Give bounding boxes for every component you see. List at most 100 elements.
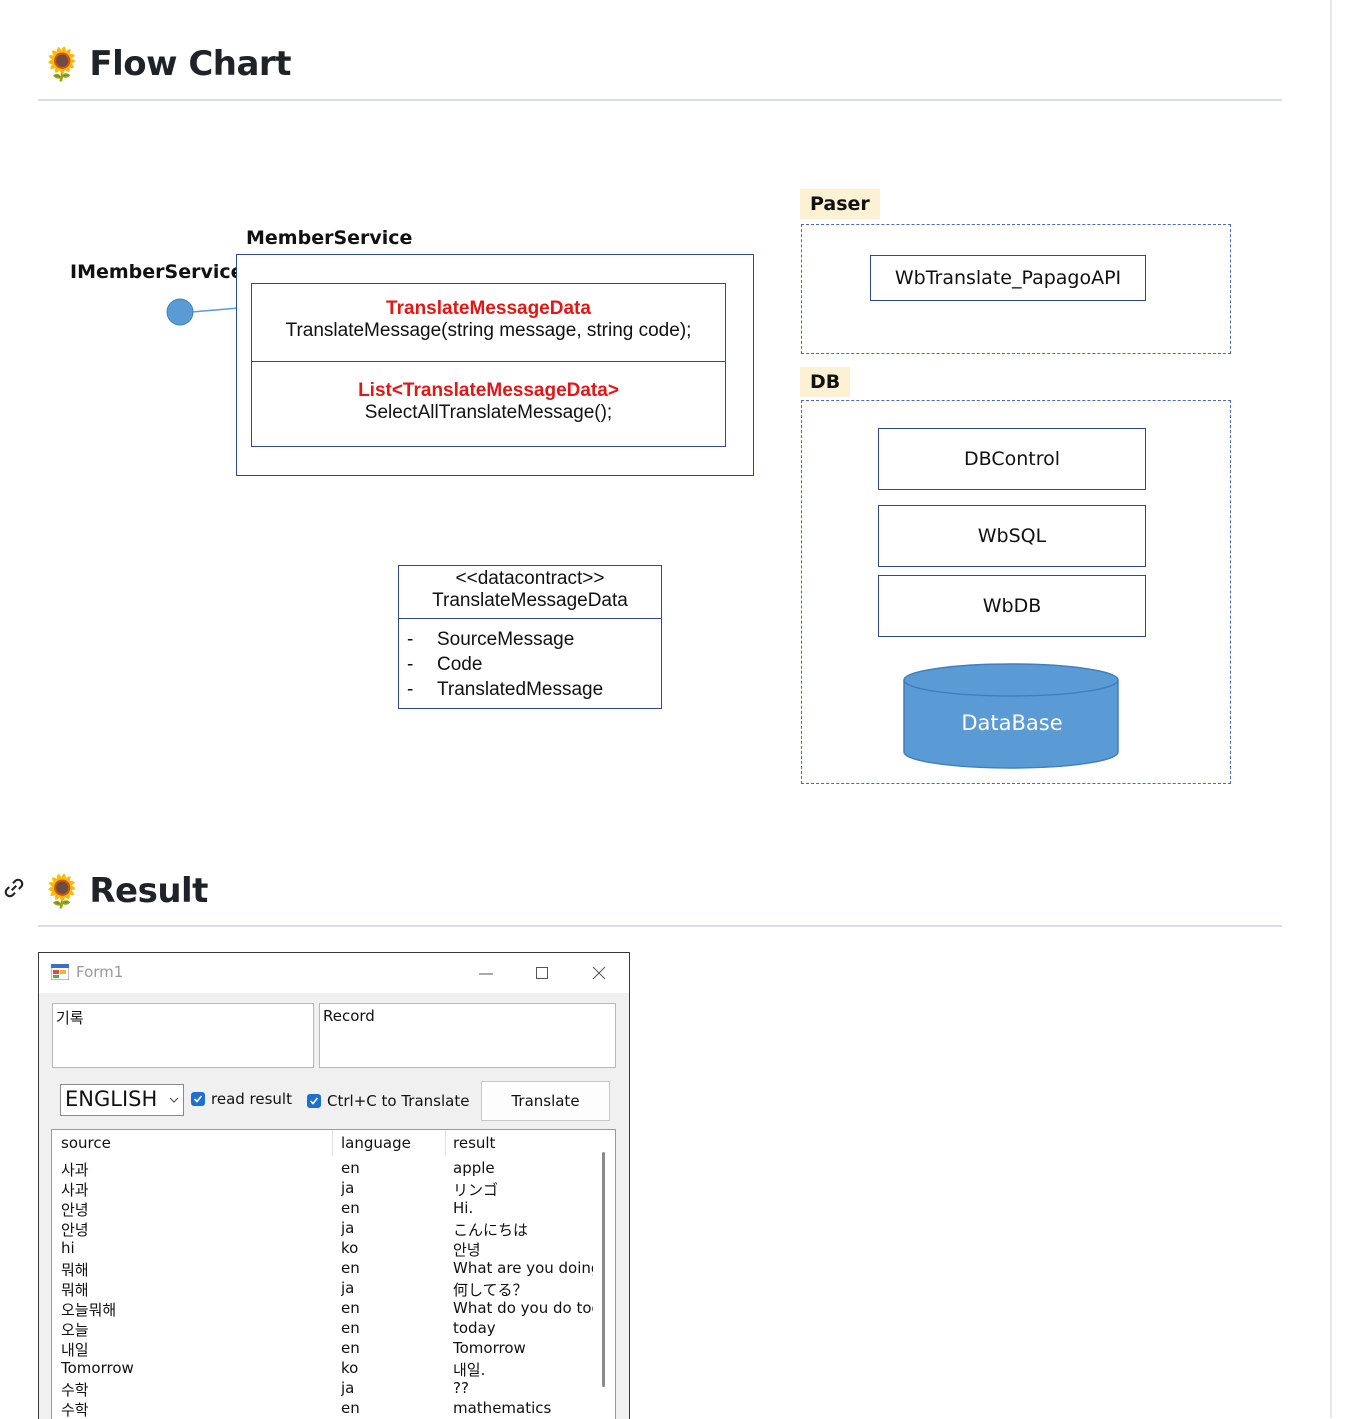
cell-source: 내일: [61, 1341, 89, 1359]
link-anchor-icon[interactable]: [2, 876, 26, 900]
cell-source: 뭐해: [61, 1261, 89, 1279]
method2-return-type: List<TranslateMessageData>: [358, 380, 619, 401]
table-row[interactable]: 오늘뭐해 en What do you do toda: [52, 1299, 597, 1319]
database-label: DataBase: [961, 711, 1063, 735]
datacontract-name: TranslateMessageData: [432, 590, 628, 611]
method1-signature: TranslateMessage(string message, string …: [285, 320, 692, 341]
database-cylinder-icon: [903, 663, 1119, 769]
minimize-button[interactable]: [466, 959, 506, 987]
flow-chart-heading: 🌻 Flow Chart: [42, 44, 291, 84]
window-title: Form1: [76, 963, 124, 981]
read-result-checkbox[interactable]: read result: [191, 1090, 292, 1108]
language-select[interactable]: ENGLISH: [60, 1084, 184, 1116]
datacontract-header-box: <<datacontract>> TranslateMessageData: [398, 565, 662, 620]
cell-result: 何してる？: [453, 1281, 528, 1299]
page-right-border: [1330, 0, 1332, 1418]
close-button[interactable]: [579, 959, 619, 987]
column-header-result[interactable]: result: [453, 1134, 496, 1152]
cell-language: en: [341, 1259, 360, 1277]
datacontract-stereotype: <<datacontract>>: [455, 568, 605, 589]
column-header-source[interactable]: source: [61, 1134, 111, 1152]
cell-result: today: [453, 1319, 496, 1337]
cell-source: 사과: [61, 1161, 89, 1179]
cell-result: こんにちは: [453, 1221, 529, 1239]
cell-language: en: [341, 1399, 360, 1417]
table-row[interactable]: 사과 en apple: [52, 1159, 597, 1179]
table-row[interactable]: 수학 ja??: [52, 1379, 597, 1399]
cell-source: 사과: [61, 1181, 89, 1199]
column-divider: [332, 1130, 333, 1156]
cell-result: What do you do toda: [453, 1299, 593, 1317]
table-row[interactable]: 뭐해 en What are you doing: [52, 1259, 597, 1279]
app-form-icon: [51, 964, 69, 980]
field-item: -SourceMessage: [407, 629, 575, 650]
checkmark-icon: [307, 1094, 321, 1108]
source-textbox[interactable]: 기록: [52, 1003, 314, 1068]
cell-result: ??: [453, 1379, 469, 1397]
ctrl-c-checkbox[interactable]: Ctrl+C to Translate: [307, 1092, 469, 1110]
heading-divider: [38, 925, 1282, 927]
checkmark-icon: [191, 1092, 205, 1106]
method1-box: TranslateMessageData TranslateMessage(st…: [251, 283, 726, 363]
field-item: -Code: [407, 654, 483, 675]
result-heading: 🌻 Result: [42, 871, 208, 911]
db-group: [801, 400, 1231, 784]
table-row[interactable]: 수학 en mathematics: [52, 1399, 597, 1419]
wbdb-label: WbDB: [982, 595, 1042, 617]
cell-source: 안녕: [61, 1201, 89, 1219]
read-result-label: read result: [211, 1090, 292, 1108]
cell-result: mathematics: [453, 1399, 552, 1417]
cell-source: 수학: [61, 1401, 89, 1419]
column-header-language[interactable]: language: [341, 1134, 411, 1152]
cell-language: en: [341, 1159, 360, 1177]
dbcontrol-box: DBControl: [878, 428, 1146, 490]
cell-source: 수학: [61, 1381, 89, 1399]
cell-source: 오늘: [61, 1321, 89, 1339]
cell-result: apple: [453, 1159, 495, 1177]
table-row[interactable]: 오늘 en today: [52, 1319, 597, 1339]
heading-divider: [38, 99, 1282, 101]
result-title: Result: [89, 871, 208, 911]
translate-button[interactable]: Translate: [481, 1081, 610, 1121]
cell-language: ja: [341, 1219, 355, 1237]
cell-language: ja: [341, 1379, 355, 1397]
cell-language: en: [341, 1199, 360, 1217]
vertical-scrollbar[interactable]: [602, 1152, 605, 1387]
maximize-icon: [536, 967, 548, 979]
cell-result: What are you doing: [453, 1259, 593, 1277]
cell-source: 오늘뭐해: [61, 1301, 117, 1319]
table-row[interactable]: 안녕 ja こんにちは: [52, 1219, 597, 1239]
imemberservice-label: IMemberService: [70, 261, 244, 283]
papago-api-box: WbTranslate_PapagoAPI: [870, 255, 1146, 301]
cell-language: en: [341, 1319, 360, 1337]
wbsql-label: WbSQL: [977, 525, 1047, 547]
cell-source: 안녕: [61, 1221, 89, 1239]
maximize-button[interactable]: [522, 959, 562, 987]
method2-signature: SelectAllTranslateMessage();: [364, 402, 613, 423]
cell-result: リンゴ: [453, 1181, 499, 1199]
memberservice-label: MemberService: [246, 227, 413, 249]
method2-box: List<TranslateMessageData> SelectAllTran…: [251, 361, 726, 447]
paser-group: [801, 224, 1231, 354]
datacontract-fields-box: -SourceMessage -Code -TranslatedMessage: [398, 618, 662, 709]
record-textbox[interactable]: Record: [319, 1003, 616, 1068]
cell-source: Tomorrow: [61, 1359, 134, 1377]
close-icon: [592, 966, 606, 980]
wbsql-box: WbSQL: [878, 505, 1146, 567]
chevron-down-icon: [169, 1097, 179, 1103]
sunflower-icon: 🌻: [42, 45, 82, 83]
table-row[interactable]: 안녕 en Hi.: [52, 1199, 597, 1219]
cell-result: Hi.: [453, 1199, 474, 1217]
field-item: -TranslatedMessage: [407, 679, 604, 700]
cell-source: 뭐해: [61, 1281, 89, 1299]
cell-result: 안녕: [453, 1241, 481, 1259]
title-bar: Form1: [39, 953, 629, 993]
cell-language: en: [341, 1299, 360, 1317]
cell-result: Tomorrow: [453, 1339, 526, 1357]
